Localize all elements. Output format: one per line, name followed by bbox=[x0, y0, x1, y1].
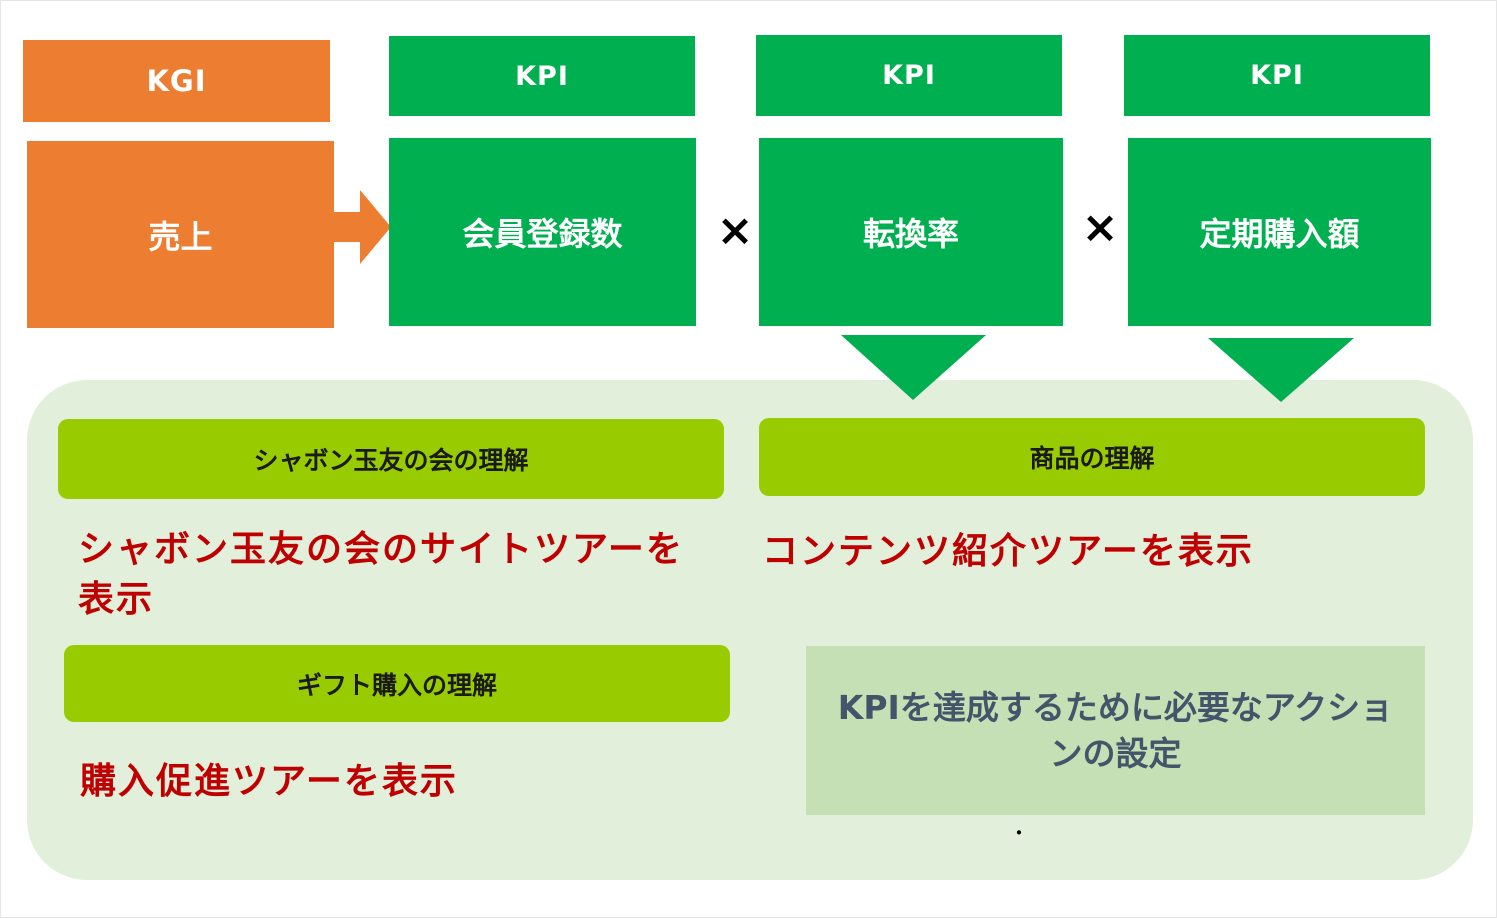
note-box: KPIを達成するために必要なアクションの設定 bbox=[806, 646, 1425, 815]
kpi-header-1: KPI bbox=[389, 36, 695, 116]
action-contents-tour: コンテンツ紹介ツアーを表示 bbox=[762, 531, 1254, 572]
kpi-header-2: KPI bbox=[756, 35, 1062, 116]
kpi-box-conversion-rate: 転換率 bbox=[759, 138, 1063, 326]
triangle-down-icon bbox=[1208, 338, 1354, 402]
kgi-header: KGI bbox=[23, 40, 330, 122]
kpi-header-3: KPI bbox=[1124, 35, 1430, 116]
action-purchase-tour: 購入促進ツアーを表示 bbox=[80, 761, 458, 802]
arrow-right-icon bbox=[333, 190, 391, 264]
triangle-down-icon bbox=[841, 335, 986, 400]
action-membership-tour: シャボン玉友の会のサイトツアーを表示 bbox=[78, 529, 684, 620]
kgi-box: 売上 bbox=[27, 141, 334, 328]
multiply-sign-1: × bbox=[716, 204, 754, 256]
small-dot: ・ bbox=[1009, 821, 1029, 845]
kpi-box-member-registrations: 会員登録数 bbox=[389, 138, 696, 326]
theme-header-gift: ギフト購入の理解 bbox=[64, 645, 730, 722]
theme-header-membership: シャボン玉友の会の理解 bbox=[58, 419, 724, 499]
theme-header-products: 商品の理解 bbox=[759, 418, 1425, 496]
kpi-box-subscription-amount: 定期購入額 bbox=[1128, 138, 1431, 326]
multiply-sign-2: × bbox=[1081, 201, 1119, 253]
